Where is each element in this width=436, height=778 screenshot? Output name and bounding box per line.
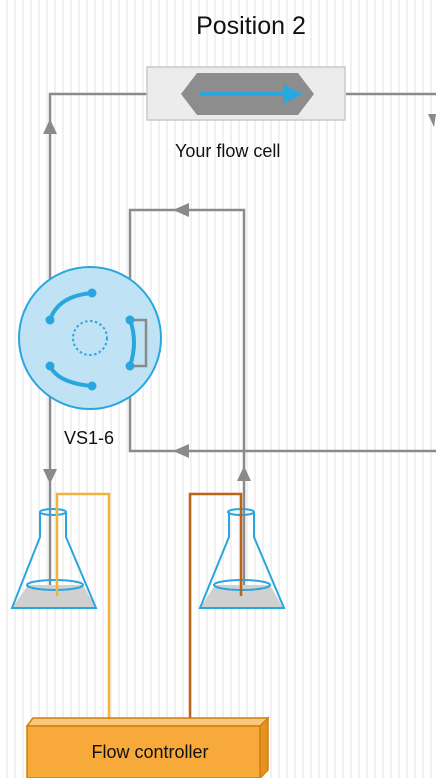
pressure-lines	[55, 492, 243, 718]
arrow-icon	[173, 203, 189, 217]
tube-flowcell-to-valve	[48, 92, 147, 320]
valve-label: VS1-6	[64, 428, 115, 448]
pressure-line-left	[55, 492, 111, 718]
arrow-icon	[43, 119, 57, 134]
flow-arrows	[43, 114, 436, 484]
diagram-title: Position 2	[196, 12, 306, 40]
flask-icon	[198, 508, 286, 609]
flow-cell-icon	[146, 66, 346, 121]
flow-controller-icon	[25, 716, 270, 778]
arrow-icon	[428, 114, 436, 127]
flask-icon	[10, 508, 98, 609]
flow-controller-label: Flow controller	[91, 742, 209, 762]
rotary-valve-icon	[18, 266, 162, 410]
pressure-line-right	[188, 492, 243, 718]
arrow-icon	[43, 469, 57, 484]
arrow-icon	[237, 466, 251, 481]
arrow-icon	[173, 444, 189, 458]
tube-lower-line	[92, 384, 436, 453]
flow-cell-label: Your flow cell	[175, 141, 281, 161]
